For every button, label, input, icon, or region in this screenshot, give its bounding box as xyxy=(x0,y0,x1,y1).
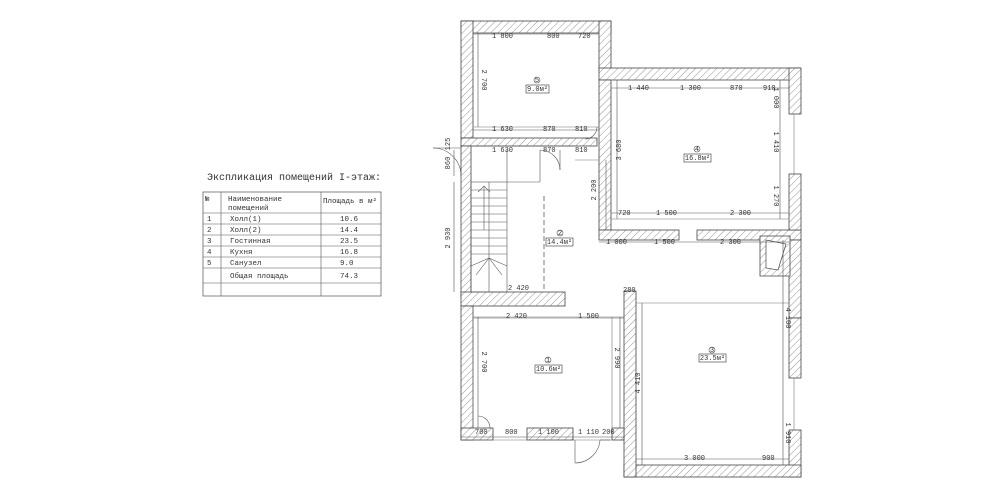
walls xyxy=(460,20,802,478)
row-4-area: 16.8 xyxy=(340,249,358,257)
row-2-num: 2 xyxy=(207,227,212,235)
header-area: Площадь в м² xyxy=(323,197,377,206)
dim-label: 810 xyxy=(575,126,588,134)
dim-label: 125 xyxy=(445,138,453,151)
dim-label: 2 420 xyxy=(506,313,527,321)
dim-label: 4 410 xyxy=(635,372,643,393)
dim-label: 1 800 xyxy=(492,33,513,41)
room-labels: 5 9.0м² 4 16.8м² 2 14.4м² 1 10.6м² 3 23.… xyxy=(525,76,727,374)
inner-lines xyxy=(472,32,795,441)
dim-label: 1 910 xyxy=(783,422,791,443)
row-1-num: 1 xyxy=(207,216,212,224)
room-area: 16.8м² xyxy=(685,155,710,163)
table-frame xyxy=(202,191,382,297)
row-4-num: 4 xyxy=(207,249,212,257)
dim-label: 3 000 xyxy=(684,455,705,463)
row-3-num: 3 xyxy=(207,238,212,246)
row-5-num: 5 xyxy=(207,260,212,268)
dim-label: 2 930 xyxy=(445,227,453,248)
explication-table: Экспликация помещений I-этаж: № Наименов… xyxy=(202,172,382,297)
doors xyxy=(432,126,610,464)
dim-label: 720 xyxy=(578,33,591,41)
dim-label: 1 300 xyxy=(680,85,701,93)
dim-label: 2 990 xyxy=(612,347,620,368)
row-4-name: Кухня xyxy=(230,249,253,257)
header-name-2: помещений xyxy=(228,204,269,213)
header-num: № xyxy=(205,196,210,204)
room-5-label: 5 9.0м² xyxy=(525,76,550,94)
dim-label: 1 630 xyxy=(492,147,513,155)
dim-label: 2 700 xyxy=(479,69,487,90)
room-number: 4 xyxy=(695,146,699,154)
row-total-name: Общая площадь xyxy=(230,272,289,281)
dim-label: 1 630 xyxy=(492,126,513,134)
dim-label: 1 500 xyxy=(654,239,675,247)
staircase xyxy=(470,150,541,293)
header-name-1: Наименование xyxy=(228,196,282,204)
room-4-label: 4 16.8м² xyxy=(683,145,712,163)
row-1-name: Холл(1) xyxy=(230,216,262,224)
dim-label: 2 200 xyxy=(591,179,599,200)
room-area: 23.5м² xyxy=(700,355,725,363)
row-2-area: 14.4 xyxy=(340,227,359,235)
dim-label: 1 500 xyxy=(578,313,599,321)
dim-label: 1 440 xyxy=(628,85,649,93)
room-number: 1 xyxy=(546,357,550,365)
dim-label: 1 100 xyxy=(538,429,559,437)
dim-label: 1 000 xyxy=(606,239,627,247)
dimension-labels: 1 800 800 720 2 700 1 630 870 810 1 630 … xyxy=(445,33,791,463)
table-title: Экспликация помещений I-этаж: xyxy=(207,172,381,184)
dim-label: 860 xyxy=(445,157,453,170)
dim-label: 800 xyxy=(547,33,560,41)
dim-label: 900 xyxy=(762,455,775,463)
dim-label: 1 500 xyxy=(656,210,677,218)
dim-label: 200 xyxy=(602,429,615,437)
room-1-label: 1 10.6м² xyxy=(534,356,563,374)
dim-label: 720 xyxy=(618,210,631,218)
dim-label: 870 xyxy=(543,147,556,155)
room-3-label: 3 23.5м² xyxy=(698,346,727,363)
dim-label: 280 xyxy=(623,287,636,295)
dim-label: 870 xyxy=(543,126,556,134)
dim-label: 3 680 xyxy=(616,139,624,160)
dim-label: 2 300 xyxy=(730,210,751,218)
room-area: 9.0м² xyxy=(527,86,548,94)
dim-label: 4 100 xyxy=(783,307,791,328)
dim-label: 1 110 xyxy=(578,429,599,437)
dim-label: 810 xyxy=(575,147,588,155)
row-2-name: Холл(2) xyxy=(230,227,262,235)
row-1-area: 10.6 xyxy=(340,216,359,224)
dim-label: 2 300 xyxy=(720,239,741,247)
room-2-label: 2 14.4м² xyxy=(545,229,574,247)
room-area: 10.6м² xyxy=(536,366,561,374)
row-3-area: 23.5 xyxy=(340,238,359,246)
dim-label: 2 420 xyxy=(508,285,529,293)
room-number: 5 xyxy=(535,77,539,85)
row-5-name: Санузел xyxy=(230,260,262,268)
dim-label: 1 270 xyxy=(771,185,779,206)
room-number: 3 xyxy=(710,347,714,355)
row-total-area: 74.3 xyxy=(340,273,359,281)
dim-label: 1 410 xyxy=(771,131,779,152)
dimension-lines xyxy=(453,33,789,465)
room-number: 2 xyxy=(558,230,562,238)
dim-label: 870 xyxy=(730,85,743,93)
dim-label: 2 700 xyxy=(479,351,487,372)
dim-label: 1 000 xyxy=(771,87,779,108)
row-5-area: 9.0 xyxy=(340,260,354,268)
room-area: 14.4м² xyxy=(547,239,572,247)
dim-label: 700 xyxy=(475,429,488,437)
dim-label: 800 xyxy=(505,429,518,437)
dim-label: 910 xyxy=(763,85,776,93)
row-3-name: Гостинная xyxy=(230,238,271,246)
